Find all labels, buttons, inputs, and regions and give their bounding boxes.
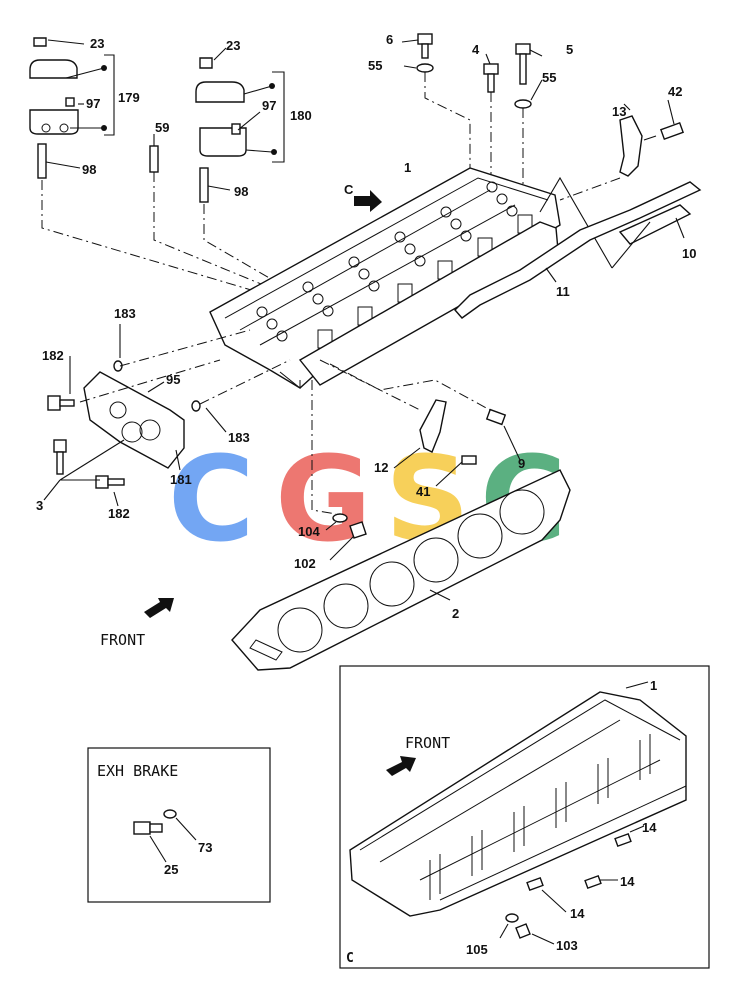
inset-view-c: FRONT C (339, 665, 710, 969)
callout-6: 6 (386, 32, 393, 47)
callout-183-top: 183 (114, 306, 136, 321)
callout-4: 4 (472, 42, 480, 57)
callout-numbers: 23 179 97 98 23 180 97 98 59 6 55 4 5 55… (36, 32, 696, 957)
front-arrow-main: FRONT (100, 598, 174, 649)
callout-179: 179 (118, 90, 140, 105)
callout-9: 9 (518, 456, 525, 471)
callout-180: 180 (290, 108, 312, 123)
callout-2: 2 (452, 606, 459, 621)
callout-13: 13 (612, 104, 626, 119)
callout-3: 3 (36, 498, 43, 513)
view-c-arrow (354, 190, 382, 212)
head-gasket-2 (231, 469, 571, 671)
center-parts (311, 359, 521, 561)
head-bolts-group (401, 33, 543, 200)
callout-23-left: 23 (90, 36, 104, 51)
callout-c: C (344, 182, 354, 197)
callout-14-a: 14 (642, 820, 657, 835)
watermark-letter-2: G (275, 430, 372, 568)
callout-95: 95 (166, 372, 180, 387)
callout-55-left: 55 (368, 58, 382, 73)
callout-182-top: 182 (42, 348, 64, 363)
callout-104: 104 (298, 524, 320, 539)
front-label-main: FRONT (100, 631, 145, 649)
callout-23-right: 23 (226, 38, 240, 53)
callout-11: 11 (556, 284, 570, 299)
callout-42: 42 (668, 84, 682, 99)
watermark-letter-1: C (168, 430, 255, 568)
callout-59: 59 (155, 120, 169, 135)
callout-181: 181 (170, 472, 192, 487)
callout-97-left: 97 (86, 96, 100, 111)
rocker-bracket-group-179 (29, 37, 286, 301)
front-label-inset: FRONT (405, 734, 450, 752)
callout-14-b: 14 (620, 874, 635, 889)
callout-10: 10 (682, 246, 696, 261)
callout-182-bottom: 182 (108, 506, 130, 521)
callout-55-right: 55 (542, 70, 556, 85)
callout-105: 105 (466, 942, 488, 957)
callout-5: 5 (566, 42, 573, 57)
right-side-parts (454, 99, 702, 319)
callout-98-left: 98 (82, 162, 96, 177)
rocker-bracket-group-180 (149, 47, 301, 301)
callout-41: 41 (416, 484, 430, 499)
callout-183-bottom: 183 (228, 430, 250, 445)
exh-brake-title: EXH BRAKE (97, 762, 178, 780)
left-cover-parts (43, 324, 291, 507)
callout-25: 25 (164, 862, 178, 877)
callout-1-inset: 1 (650, 678, 657, 693)
inset-c-label: C (346, 951, 354, 966)
callout-73: 73 (198, 840, 212, 855)
callout-98-right: 98 (234, 184, 248, 199)
cylinder-head-1 (209, 167, 561, 390)
callout-1: 1 (404, 160, 411, 175)
callout-97-right: 97 (262, 98, 276, 113)
callout-12: 12 (374, 460, 388, 475)
callout-102: 102 (294, 556, 316, 571)
exh-brake-box: EXH BRAKE (87, 747, 271, 903)
callout-14-c: 14 (570, 906, 585, 921)
callout-103: 103 (556, 938, 578, 953)
